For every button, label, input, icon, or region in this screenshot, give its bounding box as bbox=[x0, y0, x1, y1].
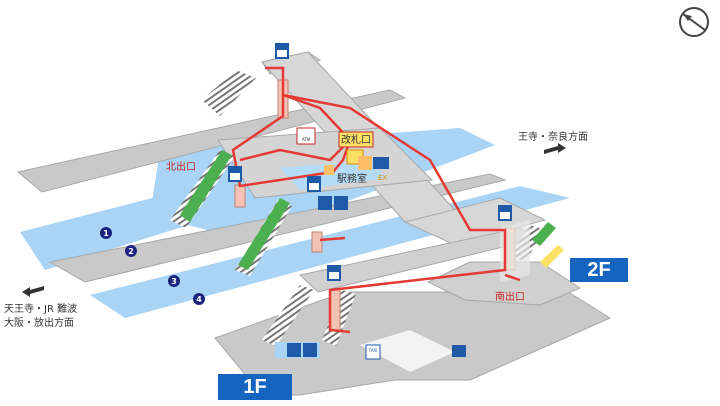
south-exit-glass bbox=[500, 220, 530, 282]
svg-text:TAXI: TAXI bbox=[368, 348, 378, 353]
bus-icon bbox=[452, 345, 466, 357]
floor-badge-2f: 2F bbox=[570, 258, 628, 282]
accessible-route bbox=[231, 66, 507, 334]
escalator-middle bbox=[238, 198, 290, 270]
ic-card-icon bbox=[358, 156, 372, 170]
accessible-route-branch bbox=[239, 139, 351, 162]
svg-text:1: 1 bbox=[103, 229, 109, 238]
escalator-north bbox=[180, 150, 232, 222]
stairs-lower-a bbox=[262, 285, 314, 346]
direction-arrow-icon bbox=[544, 143, 566, 154]
platform-number-4: 4 bbox=[193, 293, 205, 305]
escalator-south-yellow bbox=[540, 245, 564, 268]
platform-north bbox=[16, 89, 407, 193]
floor-badge-1f: 1F bbox=[218, 374, 292, 400]
elevator-icon bbox=[307, 176, 321, 192]
platform-number-2: 2 bbox=[125, 245, 137, 257]
svg-text:改札口: 改札口 bbox=[341, 133, 371, 146]
platform-number-3: 3 bbox=[168, 275, 180, 287]
restroom-icon bbox=[318, 196, 332, 210]
svg-text:3: 3 bbox=[171, 277, 177, 286]
ticket-gate-label: 改札口 bbox=[338, 131, 374, 148]
direction-oji-nara: 王寺・奈良方面 bbox=[518, 130, 588, 143]
accessible-route-mid bbox=[319, 236, 346, 242]
platform-number-1: 1 bbox=[100, 227, 112, 239]
direction-arrow-icon bbox=[22, 286, 44, 297]
elevator-shaft-lower bbox=[329, 289, 341, 331]
north-exit-label: 北出口 bbox=[166, 160, 196, 173]
atm-icon: ATM bbox=[296, 127, 316, 145]
station-office-icon bbox=[324, 165, 334, 175]
elevator-icon bbox=[327, 265, 341, 281]
svg-text:ATM: ATM bbox=[302, 137, 311, 142]
stairs-top bbox=[202, 70, 256, 116]
direction-tennoji-line2: 大阪・放出方面 bbox=[4, 316, 74, 329]
elevator-icon bbox=[498, 205, 512, 221]
compass-icon bbox=[679, 7, 709, 37]
svg-text:2: 2 bbox=[128, 247, 134, 256]
ex-label: EX bbox=[378, 174, 387, 182]
station-office-label: 駅務室 bbox=[337, 172, 367, 185]
wheelchair-icon bbox=[303, 343, 317, 357]
elevator-icon bbox=[228, 166, 242, 182]
elevator-shaft-middle bbox=[311, 231, 323, 253]
track-lines-1-2 bbox=[20, 173, 300, 270]
restroom-icon bbox=[287, 343, 301, 357]
elevator-icon bbox=[275, 43, 289, 59]
south-exit-label: 南出口 bbox=[495, 290, 525, 303]
svg-text:4: 4 bbox=[196, 295, 202, 304]
ic-card-icon bbox=[373, 157, 389, 169]
escalator-south bbox=[532, 222, 556, 246]
wheelchair-icon bbox=[334, 196, 348, 210]
direction-tennoji-line1: 天王寺・JR 難波 bbox=[4, 302, 77, 315]
accessible-route-south bbox=[504, 273, 521, 282]
white-passage bbox=[360, 330, 455, 372]
south-exit-slab bbox=[426, 261, 582, 306]
taxi-icon: TAXI bbox=[365, 344, 381, 360]
elevator-shaft-north bbox=[234, 184, 246, 208]
